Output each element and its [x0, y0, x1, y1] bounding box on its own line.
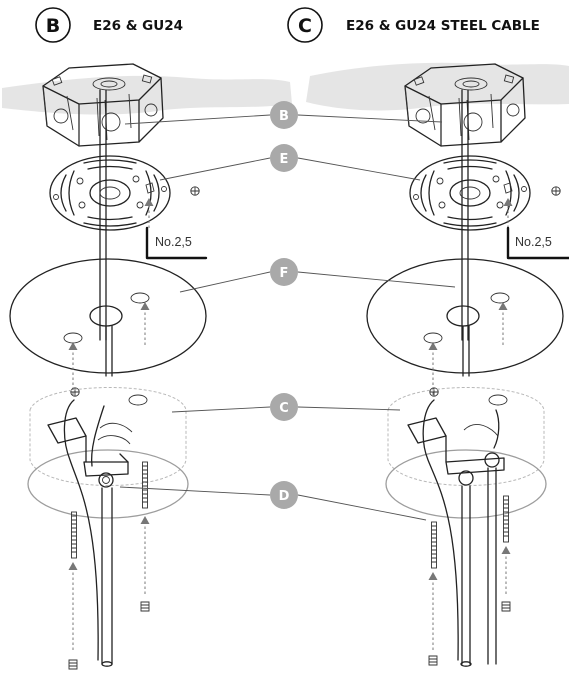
leader-e-right	[297, 157, 421, 181]
panel-title-c: E26 & GU24 STEEL CABLE	[346, 18, 540, 34]
callout-b: B	[270, 101, 298, 129]
nut-icon	[428, 655, 438, 666]
callout-e: E	[270, 144, 298, 172]
leader-d-right	[297, 494, 427, 521]
panel-badge-c-letter: C	[298, 15, 312, 37]
leader-e-left	[159, 157, 271, 181]
leader-c-right	[297, 406, 401, 411]
threaded-rod-icon	[431, 521, 437, 569]
mounting-plate-icon	[49, 155, 171, 231]
leader-f-left	[179, 271, 271, 293]
leader-f-right	[297, 271, 456, 288]
svg-text:E: E	[280, 152, 289, 167]
canopy-icon	[9, 258, 207, 377]
panel-header-c: C E26 & GU24 STEEL CABLE	[287, 7, 540, 43]
svg-text:B: B	[279, 109, 289, 124]
threaded-rod-icon	[71, 511, 77, 559]
nut-icon	[68, 659, 78, 670]
svg-text:D: D	[279, 489, 290, 504]
brush-smudge-left	[2, 75, 292, 115]
canopy-icon	[366, 258, 564, 377]
nut-icon	[501, 601, 511, 612]
leader-d-left	[119, 486, 271, 496]
panel-title-b: E26 & GU24	[93, 18, 183, 34]
threaded-rod-icon	[142, 461, 148, 509]
ground-screw-icon	[551, 186, 561, 196]
assembly-right: No.2,5	[366, 63, 569, 667]
leader-b-right	[297, 114, 443, 123]
svg-text:C: C	[279, 401, 289, 416]
callout-d: D	[270, 481, 298, 509]
callout-c: C	[270, 393, 298, 421]
leader-b-left	[124, 114, 271, 125]
mounting-plate-icon	[409, 155, 531, 231]
nut-icon	[140, 601, 150, 612]
assembly-left: No.2,5	[9, 63, 208, 670]
hex-key-icon	[145, 226, 208, 260]
wire-bundle	[99, 89, 107, 341]
threaded-rod-icon	[503, 495, 509, 543]
callout-f: F	[270, 258, 298, 286]
panel-header-b: B E26 & GU24	[35, 7, 183, 43]
ground-screw-icon	[190, 186, 200, 196]
brush-smudge-right	[306, 62, 569, 111]
panel-badge-c	[287, 7, 323, 43]
ground-screw-icon	[70, 387, 80, 397]
panel-badge-b-letter: B	[46, 15, 60, 37]
panel-badge-b	[35, 7, 71, 43]
hex-key-label: No.2,5	[515, 235, 552, 249]
hex-key-icon	[506, 226, 569, 260]
hex-key-label: No.2,5	[155, 235, 192, 249]
leader-c-left	[171, 406, 271, 413]
svg-text:F: F	[280, 266, 289, 281]
